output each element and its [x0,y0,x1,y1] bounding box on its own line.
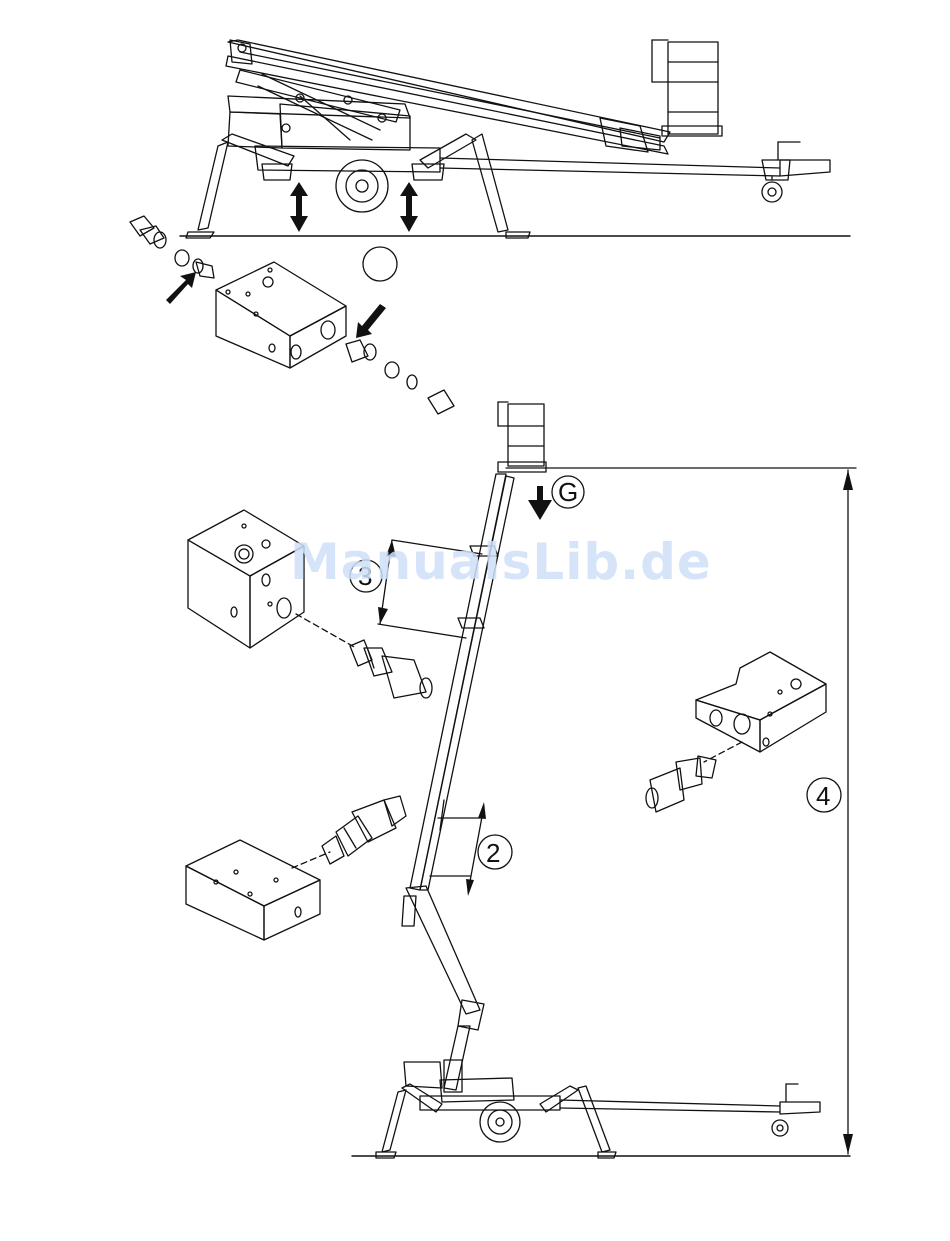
detail-callout-empty [363,247,397,281]
trailer-chassis [404,1062,820,1114]
direction-arrow-icon [290,182,418,232]
trailer-wheel-icon [336,160,388,212]
valve-block-icon [216,262,346,368]
dimension-arrow-icon [466,879,474,896]
cartridge-valve-icon [646,756,716,812]
outrigger-leg-icon [412,134,530,238]
folded-boom [226,40,670,154]
platform-basket-icon [498,402,546,472]
valve-block-icon [186,840,320,940]
jockey-wheel-icon [772,1120,788,1136]
extended-machine [352,402,856,1158]
dimension-arrow-icon [378,607,388,624]
label-4: 4 [816,781,830,811]
dimension-4 [807,470,853,1154]
valve-block-assembly-right [646,652,826,812]
outrigger-leg-icon [186,134,294,238]
label-2: 2 [486,838,500,868]
folded-machine [180,40,850,281]
outrigger-leg-icon [376,1084,442,1158]
fitting-icon [130,216,214,278]
dimension-arrow-icon [843,1134,853,1154]
valve-block-icon [188,510,304,648]
cartridge-valve-icon [346,340,454,414]
valve-block-icon [696,652,826,752]
trailer-wheel-icon [480,1102,520,1142]
trailer-chassis [255,142,830,180]
valve-block-assembly-left-lower [186,796,406,940]
platform-basket-icon [652,40,722,136]
cartridge-valve-icon [350,640,432,698]
valve-block-assembly-top [130,216,454,414]
outrigger-leg-icon [540,1086,616,1158]
watermark-text: ManualsLib.de [290,533,712,591]
direction-arrow-icon [166,272,386,338]
dimension-arrow-icon [843,470,853,490]
direction-arrow-icon [528,486,552,520]
dimension-arrow-icon [478,802,486,819]
cartridge-valve-icon [322,796,406,864]
label-g: G [558,477,578,507]
